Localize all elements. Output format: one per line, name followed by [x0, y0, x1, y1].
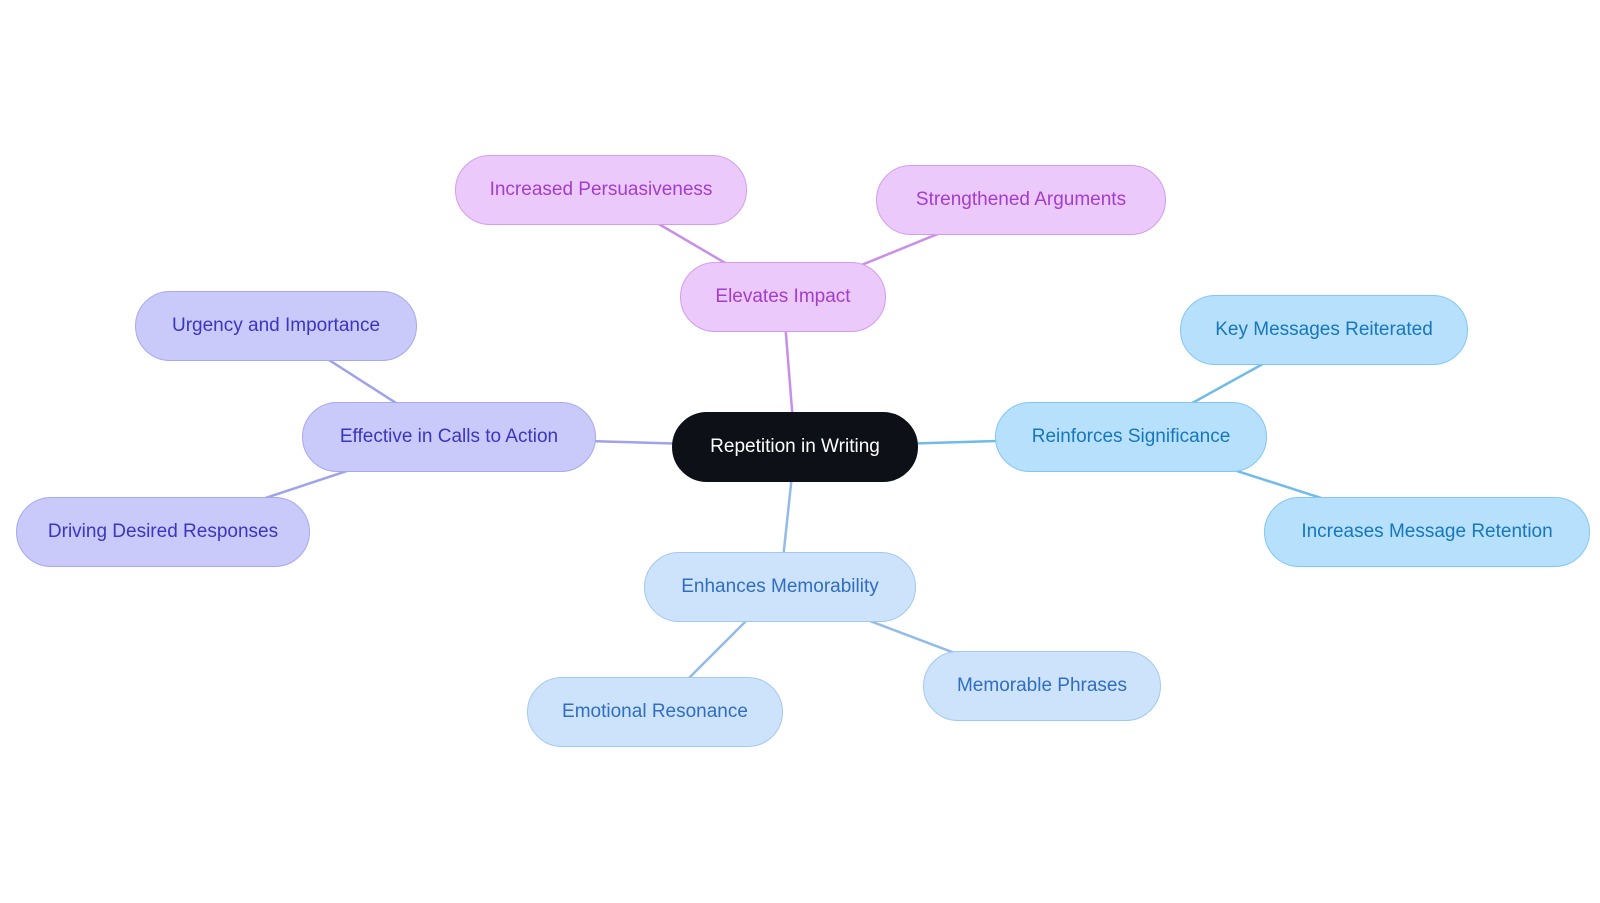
leaf-node-driving: Driving Desired Responses	[16, 497, 310, 567]
branch-node-cta: Effective in Calls to Action	[302, 402, 596, 472]
branch-node-memorability: Enhances Memorability	[644, 552, 916, 622]
branch-node-impact: Elevates Impact	[680, 262, 886, 332]
root-node: Repetition in Writing	[672, 412, 918, 482]
leaf-node-persuasion: Increased Persuasiveness	[455, 155, 747, 225]
branch-node-significance: Reinforces Significance	[995, 402, 1267, 472]
leaf-node-phrases: Memorable Phrases	[923, 651, 1161, 721]
leaf-node-retention: Increases Message Retention	[1264, 497, 1590, 567]
leaf-node-emotional: Emotional Resonance	[527, 677, 783, 747]
leaf-node-urgency: Urgency and Importance	[135, 291, 417, 361]
leaf-node-arguments: Strengthened Arguments	[876, 165, 1166, 235]
leaf-node-reiterated: Key Messages Reiterated	[1180, 295, 1468, 365]
